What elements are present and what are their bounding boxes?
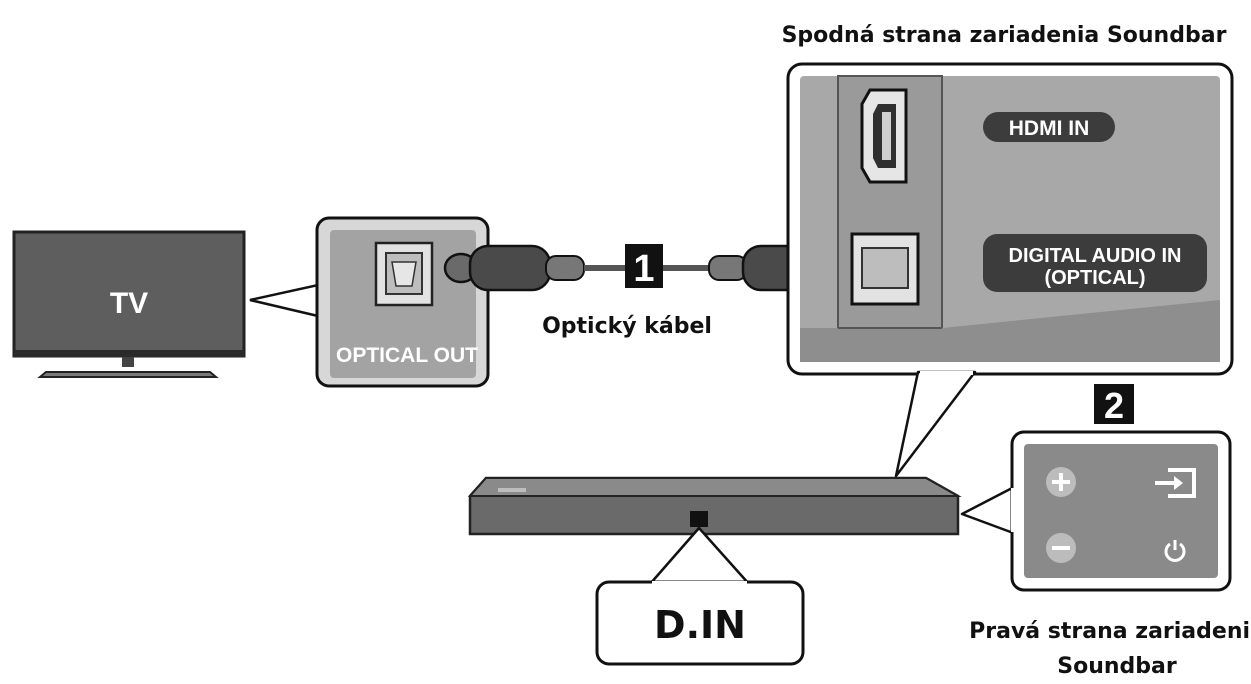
cable-caption: Optický kábel (542, 314, 712, 339)
tv-label: TV (110, 287, 148, 320)
right-side-callout (1010, 430, 1232, 592)
plus-icon (1046, 467, 1076, 497)
right-side-caption-line2: Soundbar (1057, 654, 1177, 679)
cable-left-plug-body (468, 244, 552, 292)
soundbar-logo (498, 488, 526, 492)
bottom-callout-pointer (894, 370, 977, 478)
step-2-box (1094, 384, 1134, 424)
optical-in-port-opening (861, 247, 909, 289)
cable-right-strain-relief (708, 255, 748, 281)
tv-screen (12, 230, 246, 358)
tv-callout-pointer (249, 283, 320, 318)
tv-stand-neck (122, 357, 134, 367)
digital-audio-optical-label: (OPTICAL) (1044, 267, 1145, 289)
right-side-caption-line1: Pravá strana zariadenia (969, 619, 1251, 644)
step-2-badge: 2 (1094, 384, 1134, 426)
din-callout-pointer (648, 526, 751, 586)
step-1-box (625, 244, 663, 288)
panel-lower-shade (800, 300, 1220, 362)
bottom-side-caption: Spodná strana zariadenia Soundbar (782, 23, 1227, 48)
tv-illustration: TV (12, 230, 246, 378)
din-callout: D.IN (595, 526, 805, 666)
cable-left-strain-relief (545, 255, 585, 281)
digital-audio-in-pill (983, 234, 1207, 292)
din-label: D.IN (654, 603, 746, 647)
hdmi-in-label: HDMI IN (1009, 117, 1090, 140)
optical-out-callout: OPTICAL OUT (315, 216, 490, 388)
source-input-icon (1155, 468, 1196, 498)
step-2-number: 2 (1104, 385, 1124, 426)
hdmi-port-tongue (882, 112, 891, 160)
soundbar-top-face (467, 477, 962, 497)
power-icon (1164, 540, 1186, 562)
step-1-badge: 1 (625, 244, 663, 290)
optical-out-label: OPTICAL OUT (336, 344, 478, 367)
right-side-callout-pointer (960, 484, 1018, 536)
din-port-marker (690, 511, 708, 527)
tv-bezel (14, 350, 244, 357)
tv-stand-base (37, 371, 219, 378)
soundbar-bottom-callout: HDMI IN DIGITAL AUDIO IN (OPTICAL) (786, 62, 1234, 376)
step-1-number: 1 (633, 248, 654, 290)
digital-audio-in-label: DIGITAL AUDIO IN (1009, 245, 1182, 267)
soundbar-illustration (467, 476, 962, 536)
optical-out-jack-inner (391, 261, 417, 287)
minus-icon (1046, 533, 1076, 563)
hdmi-in-pill (983, 112, 1115, 142)
